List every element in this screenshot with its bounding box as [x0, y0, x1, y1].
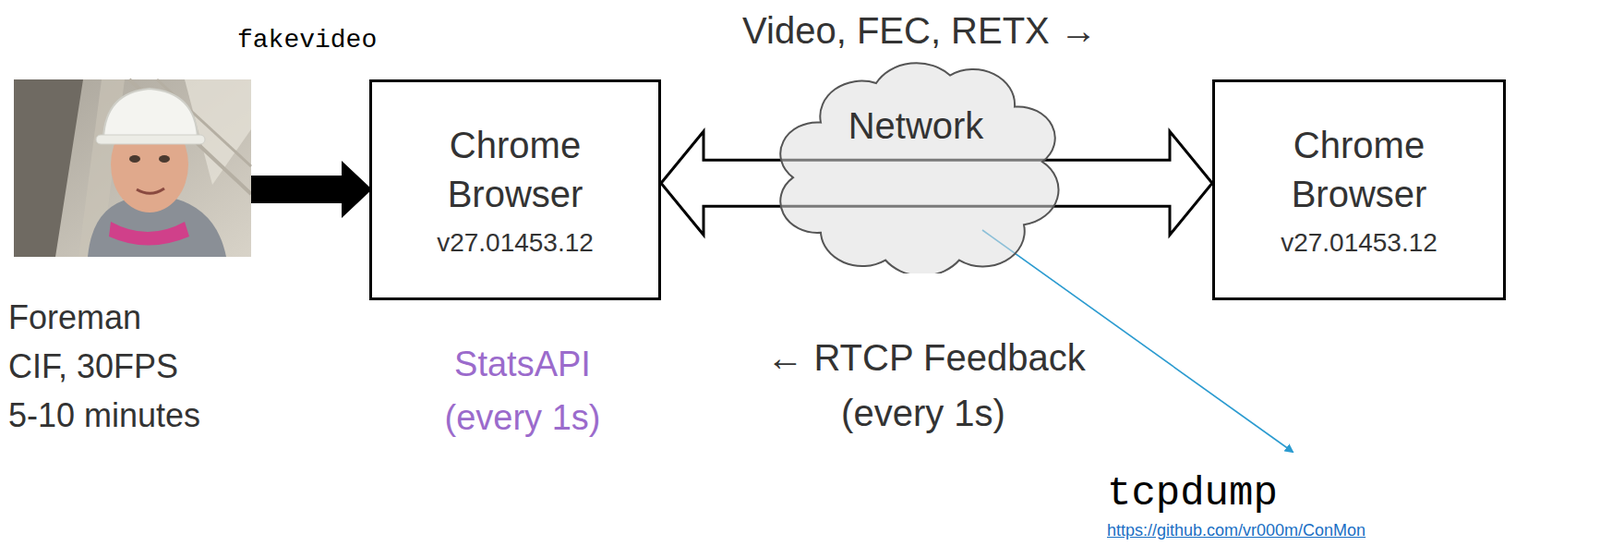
foreman-photo — [13, 79, 252, 257]
browser-version: v27.01453.12 — [1280, 226, 1438, 260]
repo-link: https://github.com/vr000m/ConMon — [1106, 519, 1366, 541]
capture-tool: tcpdump — [1106, 469, 1278, 518]
cloud-outline — [765, 51, 1067, 274]
stats-api-label: StatsAPI — [454, 342, 591, 385]
feedback-interval: (every 1s) — [841, 390, 1006, 435]
stats-interval: (every 1s) — [445, 396, 602, 439]
media-flow-label: Video, FEC, RETX → — [738, 8, 1101, 53]
browser-name: Chrome Browser — [1271, 120, 1447, 219]
browser-version: v27.01453.12 — [436, 226, 594, 260]
network-label: Network — [848, 103, 985, 148]
source-name: fakevideo — [237, 24, 377, 57]
clip-name: Foreman — [8, 297, 142, 337]
clip-duration: 5-10 minutes — [8, 395, 201, 435]
clip-format: CIF, 30FPS — [8, 346, 179, 386]
feedback-flow-label: ← RTCP Feedback — [762, 335, 1089, 380]
browser-box: Chrome Browser v27.01453.12 — [1212, 79, 1506, 301]
cloud-path — [780, 62, 1059, 274]
browser-name: Chrome Browser — [427, 120, 603, 219]
input-arrow — [251, 160, 373, 218]
browser-box: Chrome Browser v27.01453.12 — [369, 79, 662, 301]
network-cloud: Network — [765, 51, 1067, 274]
